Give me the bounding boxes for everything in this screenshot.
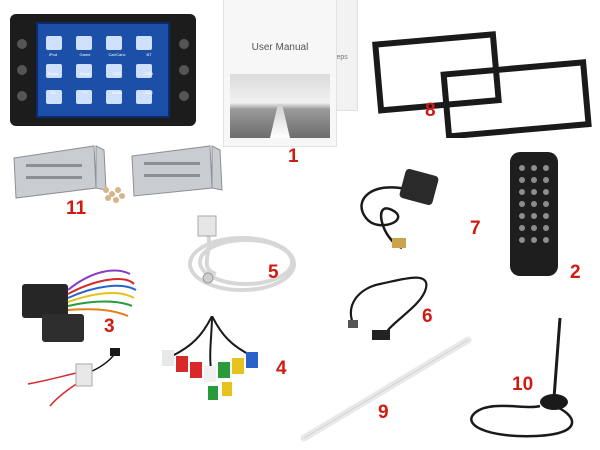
usb-cable: [348, 276, 428, 340]
item-number-4: 4: [276, 358, 287, 379]
tv-antenna: [470, 317, 574, 438]
manual-title: User Manual: [251, 42, 309, 53]
item-number-7: 7: [470, 218, 481, 239]
item-number-3: 3: [104, 316, 115, 337]
remote-control: [510, 152, 558, 276]
user-manual: User Manual: [224, 0, 336, 146]
item-number-8: 8: [425, 100, 436, 121]
item-number-11: 11: [66, 198, 87, 219]
item-number-10: 10: [512, 374, 534, 395]
item-number-6: 6: [422, 306, 433, 327]
ipod-cable: [188, 215, 296, 292]
rca-cables: [162, 316, 258, 400]
head-unit-stereo: [10, 14, 196, 126]
item-number-5: 5: [268, 262, 279, 283]
item-number-9: 9: [378, 402, 389, 423]
item-number-1: 1: [288, 146, 299, 167]
power-wires: [27, 348, 120, 407]
trim-frames: [372, 31, 592, 138]
wiring-harness: [22, 269, 137, 342]
item-number-2: 2: [570, 262, 581, 283]
gps-antenna: [360, 169, 439, 250]
stylus-pen: [300, 336, 472, 442]
mounting-brackets: [13, 145, 223, 203]
